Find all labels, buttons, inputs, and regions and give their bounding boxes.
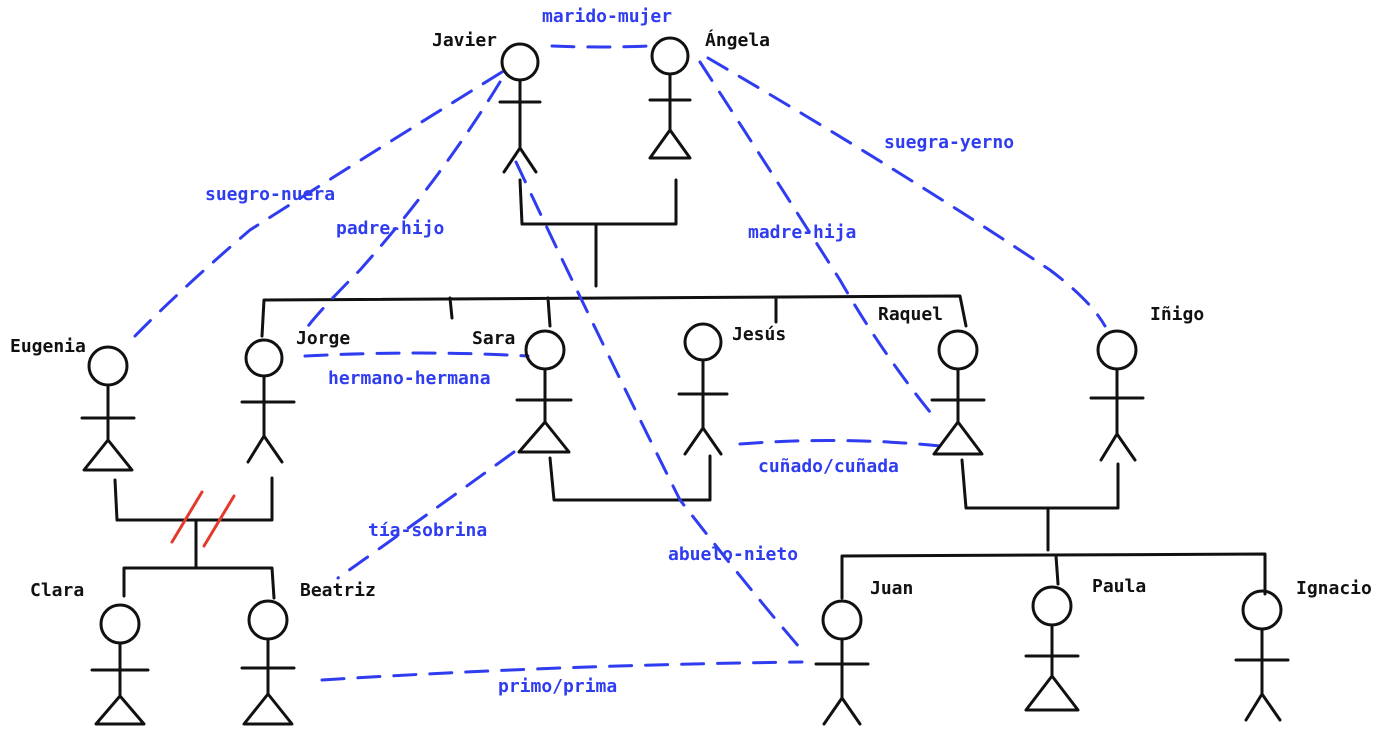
raquel-inigo-children-line [840, 506, 1267, 600]
label-cunado-cunada: cuñado/cuñada [758, 456, 899, 477]
label-marido-mujer: marido-mujer [542, 6, 673, 27]
figure-angela [648, 36, 692, 160]
name-raquel: Raquel [878, 304, 944, 325]
label-hermano-hermana: hermano-hermana [328, 368, 491, 389]
name-paula: Paula [1092, 576, 1147, 597]
figure-javier [498, 42, 542, 174]
javier-angela-children-line [260, 222, 968, 338]
label-suegro-nuera: suegro-nuera [205, 184, 336, 205]
label-madre-hija: madre-hija [748, 222, 857, 243]
divorce-mark-1 [170, 490, 204, 544]
figure-eugenia [80, 345, 136, 472]
figure-juan [814, 599, 870, 726]
name-clara: Clara [30, 580, 85, 601]
label-abuelo-nieto: abuelo-nieto [668, 544, 799, 565]
name-juan: Juan [870, 578, 914, 599]
figure-sara [515, 329, 573, 454]
label-primo-prima: primo/prima [498, 676, 618, 697]
divorce-mark-2 [202, 494, 236, 548]
figure-inigo [1089, 329, 1145, 462]
name-eugenia: Eugenia [10, 336, 86, 357]
rel-line-madre-hija [698, 60, 932, 414]
figure-clara [90, 603, 150, 726]
rel-line-padre-hijo [303, 80, 502, 332]
rel-line-suegro-nuera [133, 70, 504, 338]
raquel-inigo-couple-line [960, 458, 1120, 510]
figure-beatriz [240, 599, 296, 726]
name-jesus: Jesús [732, 324, 787, 345]
label-suegra-yerno: suegra-yerno [884, 132, 1015, 153]
label-padre-hijo: padre-hijo [336, 218, 445, 239]
name-sara: Sara [472, 328, 516, 349]
name-beatriz: Beatriz [300, 580, 376, 601]
figure-ignacio [1234, 589, 1290, 722]
rel-line-tia-sobrina [336, 450, 516, 580]
figure-jesus [677, 322, 729, 456]
rel-line-abuelo-nieto [514, 160, 802, 650]
label-tia-sobrina: tía-sobrina [368, 520, 488, 541]
figure-paula [1024, 585, 1080, 712]
figure-jorge [240, 338, 296, 464]
rel-line-marido-mujer [550, 44, 652, 49]
rel-line-primo-prima [320, 660, 804, 682]
name-angela: Ángela [705, 30, 771, 51]
rel-line-hermano-hermana [303, 351, 530, 358]
eugenia-jorge-children-line [122, 518, 276, 600]
figure-raquel [930, 329, 986, 456]
sara-jesus-couple-line [548, 454, 712, 502]
eugenia-jorge-couple-line [113, 476, 274, 522]
relation-lines [133, 44, 1107, 682]
name-inigo: Iñigo [1150, 304, 1205, 325]
name-ignacio: Ignacio [1296, 578, 1372, 599]
rel-line-cunado-cunada [738, 438, 942, 448]
javier-angela-couple-line [518, 178, 678, 226]
rel-line-suegra-yerno [706, 56, 1107, 328]
family-tree-lines [113, 178, 1267, 600]
name-javier: Javier [432, 30, 498, 51]
name-jorge: Jorge [296, 328, 351, 349]
